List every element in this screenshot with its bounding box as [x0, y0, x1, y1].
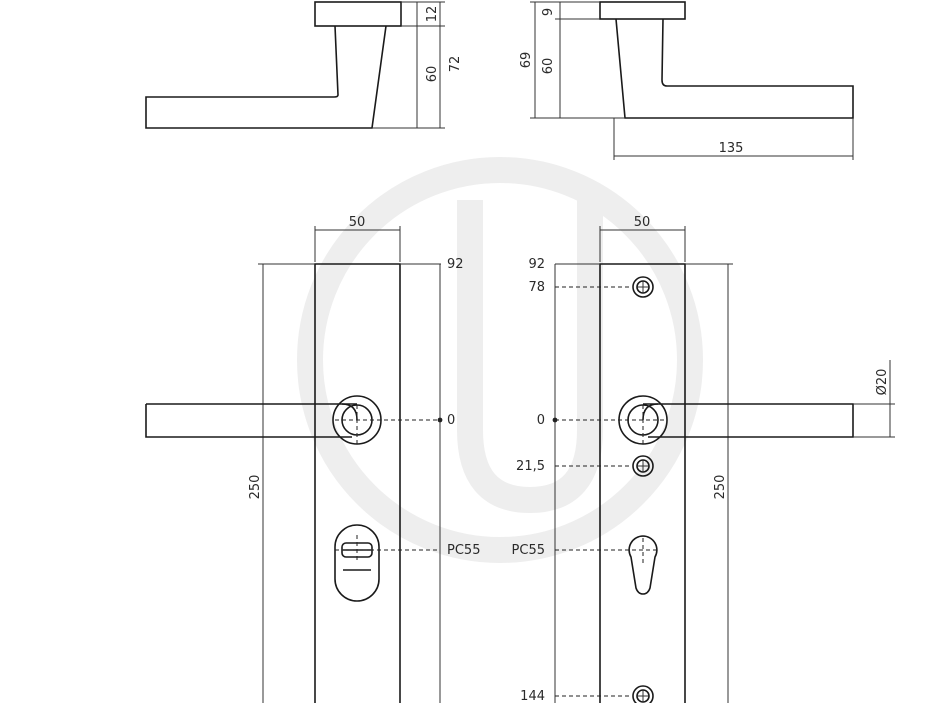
dim-handle-drop: 60: [425, 66, 440, 83]
dim-total-height: 72: [448, 56, 463, 73]
ref-screw-bottom-label: 144: [520, 689, 545, 703]
dim-plate-height: 250: [248, 475, 263, 500]
left-front-plate: 50 250 92 0 PC55: [145, 215, 480, 703]
dim-plate-height: 250: [713, 475, 728, 500]
watermark-logo: [297, 157, 703, 563]
ref-top-label: 92: [447, 257, 464, 272]
dim-handle-drop: 60: [541, 58, 556, 75]
dim-plate-width: 50: [349, 215, 366, 230]
ref-zero-label: 0: [537, 413, 545, 428]
dim-plate-width: 50: [634, 215, 651, 230]
dim-rose-height: 9: [541, 8, 556, 16]
ref-screw-mid-label: 21,5: [516, 459, 545, 474]
ref-screw-top-label: 78: [528, 280, 545, 295]
ref-cylinder-label: PC55: [512, 543, 545, 558]
dim-rose-height: 12: [425, 6, 440, 23]
top-right-side-view: 9 60 69 135: [519, 1, 854, 160]
ref-zero-label: 0: [447, 413, 455, 428]
ref-cylinder-label: PC55: [447, 543, 480, 558]
dim-lever-diameter: Ø20: [875, 369, 890, 396]
right-front-plate: 50 92 250 78 0 Ø20: [512, 215, 895, 703]
ref-top-label: 92: [528, 257, 545, 272]
dim-projection: 135: [719, 141, 744, 156]
dim-total-height: 69: [519, 52, 534, 69]
top-left-side-view: 12 60 72: [145, 1, 463, 129]
